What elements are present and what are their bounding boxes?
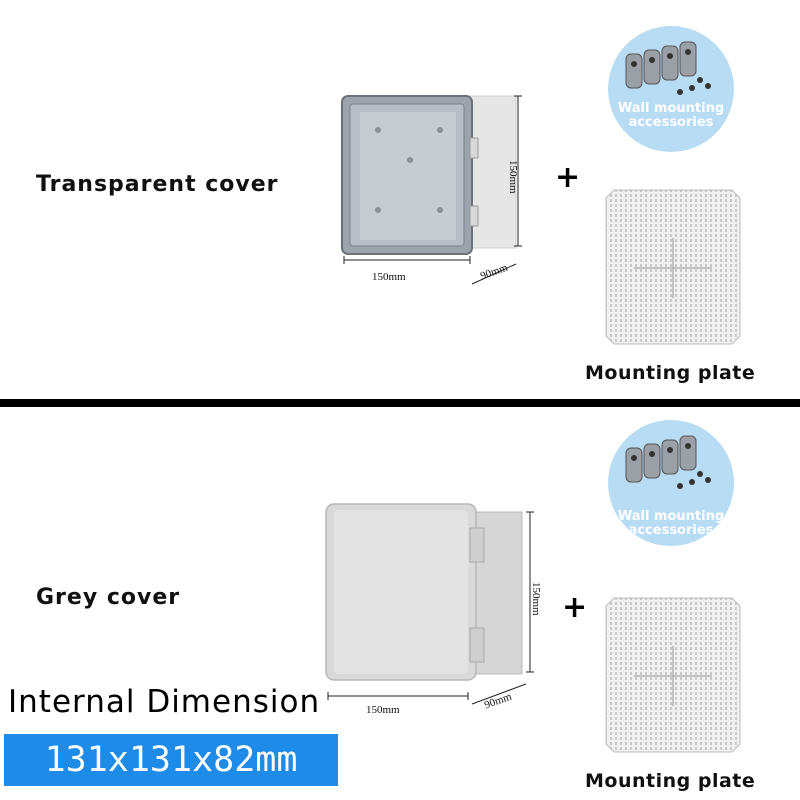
top-mounting-plate-label: Mounting plate (585, 362, 756, 384)
internal-dimension-value: 131x131x82mm (44, 740, 298, 780)
internal-dimension-badge: 131x131x82mm (4, 734, 338, 786)
bottom-plus-sign: + (562, 590, 588, 625)
top-height-dimension: 150mm (507, 160, 519, 194)
top-width-dimension: 150mm (372, 271, 406, 283)
section-divider (0, 399, 800, 407)
internal-dimension-title: Internal Dimension (8, 684, 321, 720)
grey-cover-label: Grey cover (36, 585, 181, 610)
top-wall-mounting-accessories-image: Wall mounting accessories (608, 26, 734, 152)
mounting-brackets-icon (625, 41, 711, 95)
transparent-enclosure-image (341, 95, 522, 285)
bottom-height-dimension: 150mm (530, 582, 542, 616)
bottom-accessories-label-line2: accessories (628, 523, 714, 538)
top-accessories-label-line2: accessories (628, 115, 714, 130)
grey-enclosure-image (325, 503, 534, 705)
bottom-mounting-plate-image (605, 597, 741, 753)
bottom-width-dimension: 150mm (366, 704, 400, 716)
bottom-mounting-plate-label: Mounting plate (585, 770, 756, 792)
bottom-accessories-label-line1: Wall mounting (617, 509, 725, 524)
top-mounting-plate-image (605, 189, 741, 345)
top-accessories-label-line1: Wall mounting (617, 101, 725, 116)
bottom-wall-mounting-accessories-image: Wall mounting accessories (608, 420, 734, 546)
mounting-brackets-icon (625, 435, 711, 489)
transparent-cover-label: Transparent cover (36, 172, 279, 197)
top-plus-sign: + (555, 160, 581, 195)
